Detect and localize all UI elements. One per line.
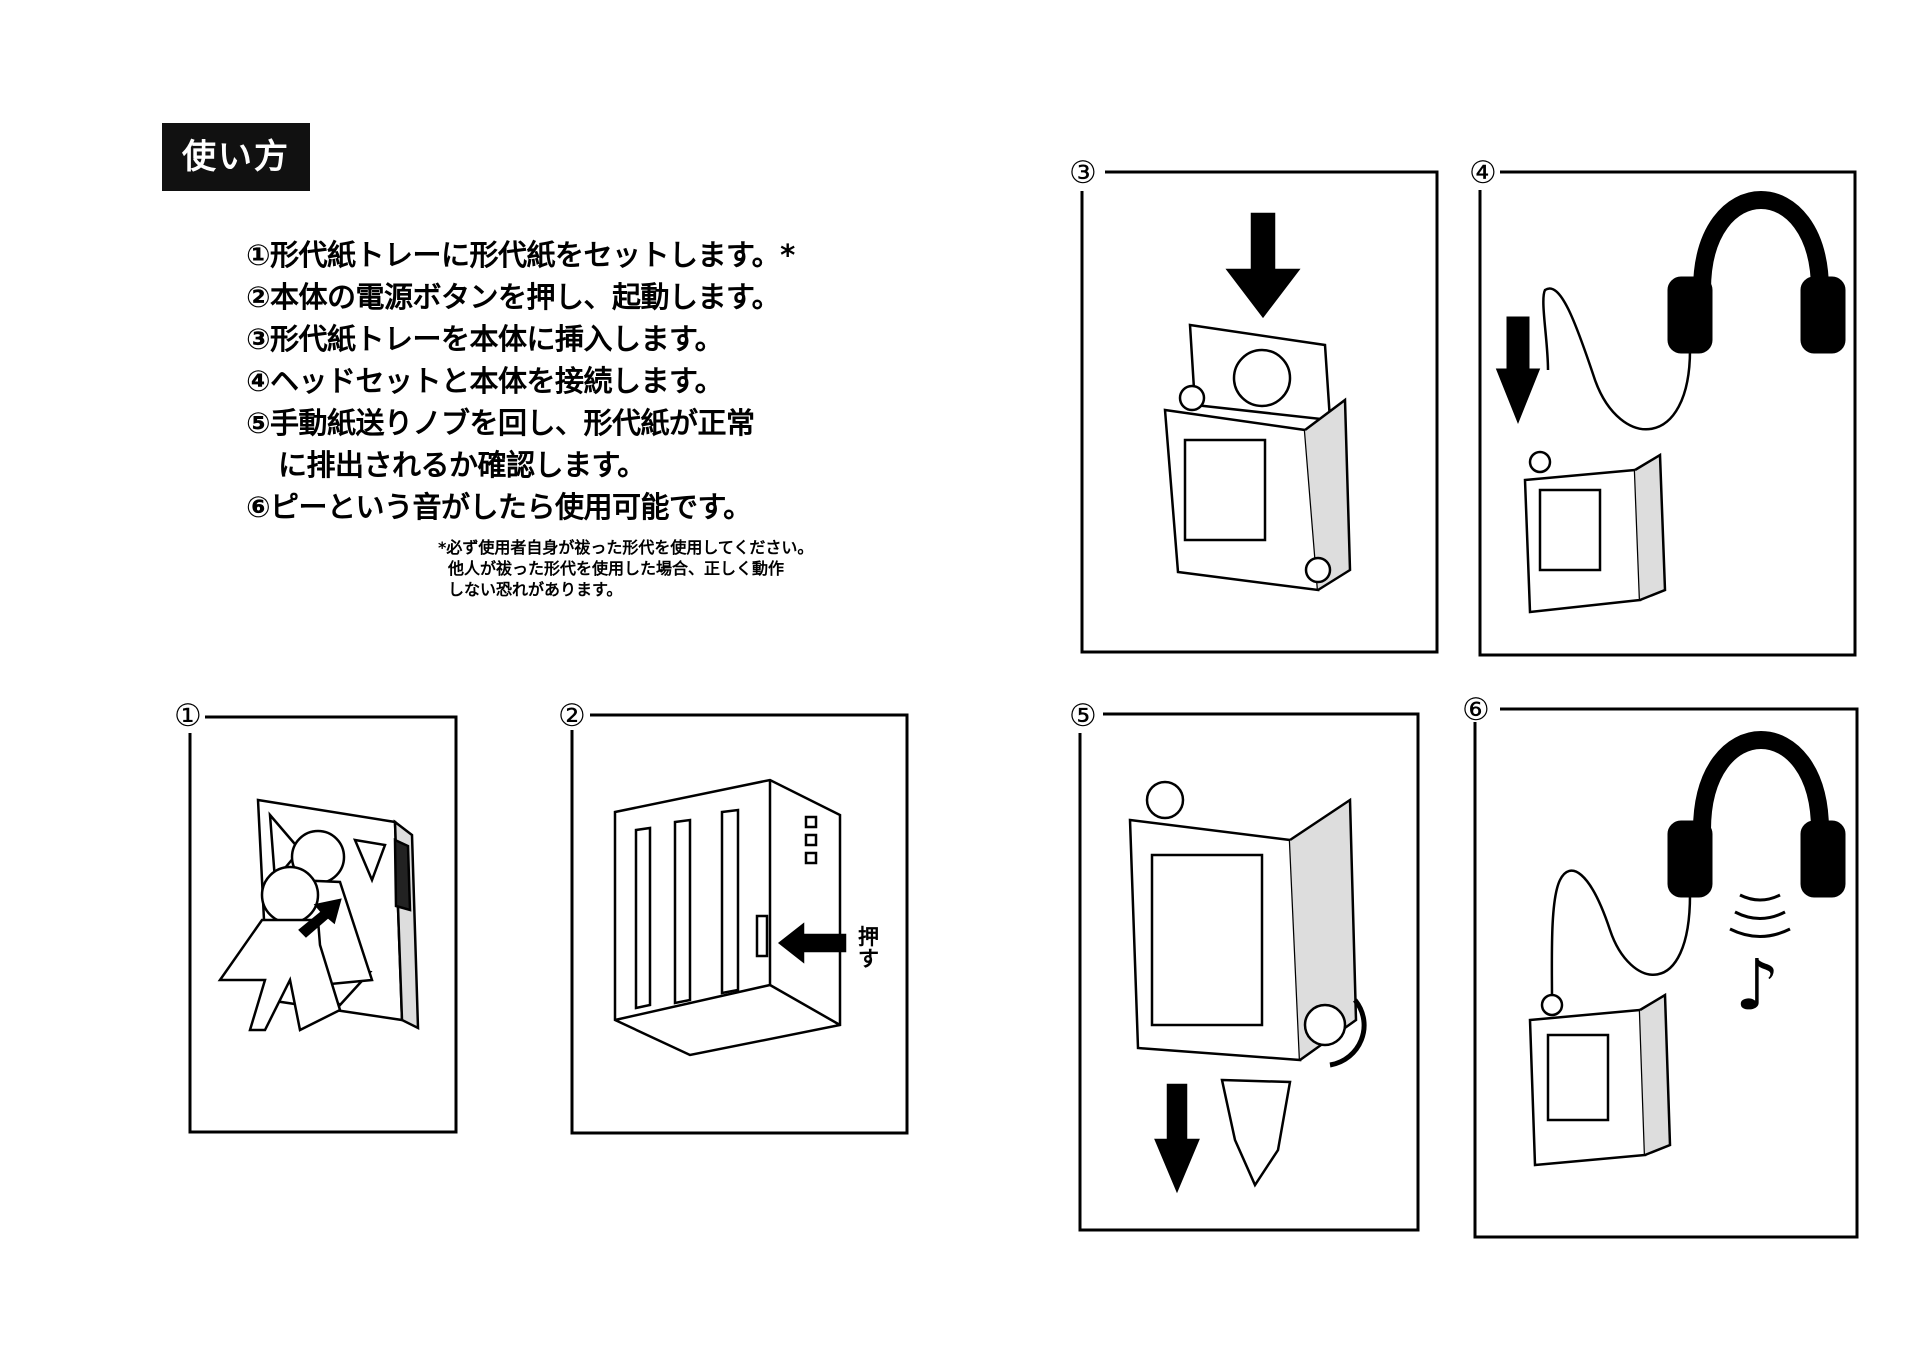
- push-label: 押す: [858, 925, 879, 971]
- panel-2-unit-illustration: [613, 778, 847, 1057]
- footnote-line-2: 他人が祓った形代を使用した場合、正しく動作: [448, 559, 785, 578]
- footnote: *必ず使用者自身が祓った形代を使用してください。 他人が祓った形代を使用した場合…: [438, 537, 813, 600]
- panel-6-number: ⑥: [1462, 692, 1490, 728]
- footnote-line-3: しない恐れがあります。: [448, 580, 623, 599]
- panel-2-frame: [570, 713, 909, 1135]
- panel-1-number: ①: [174, 698, 202, 734]
- panel-1-tray-illustration: [217, 798, 420, 1032]
- music-note-icon: ♪: [1735, 944, 1780, 1026]
- step-1: ①形代紙トレーに形代紙をセットします。*: [246, 238, 795, 272]
- panel-4-headphones-illustration: [1495, 191, 1846, 614]
- panel-6-sound-illustration: [1528, 731, 1846, 1167]
- footnote-line-1: *必ず使用者自身が祓った形代を使用してください。: [438, 538, 814, 557]
- panel-3-frame: [1080, 170, 1439, 654]
- panel-1-frame: [188, 715, 458, 1134]
- panel-2-number: ②: [558, 698, 586, 734]
- section-title: 使い方: [162, 123, 310, 191]
- panel-3-insert-illustration: [1163, 212, 1352, 592]
- step-3: ③形代紙トレーを本体に挿入します。: [246, 322, 724, 356]
- panel-4-frame: [1478, 170, 1857, 657]
- panel-5-frame: [1078, 712, 1420, 1232]
- step-4: ④ヘッドセットと本体を接続します。: [246, 364, 724, 398]
- panel-4-number: ④: [1469, 155, 1497, 191]
- panel-5-feed-illustration: [1128, 780, 1367, 1194]
- step-6: ⑥ピーという音がしたら使用可能です。: [246, 490, 752, 524]
- panel-3-number: ③: [1069, 155, 1097, 191]
- step-5-continued: に排出されるか確認します。: [278, 448, 646, 482]
- panel-5-number: ⑤: [1069, 698, 1097, 734]
- instruction-steps: ①形代紙トレーに形代紙をセットします。* ②本体の電源ボタンを押し、起動します。…: [246, 234, 795, 528]
- panel-6-frame: [1473, 707, 1859, 1239]
- step-2: ②本体の電源ボタンを押し、起動します。: [246, 280, 781, 314]
- step-5: ⑤手動紙送りノブを回し、形代紙が正常: [246, 406, 755, 440]
